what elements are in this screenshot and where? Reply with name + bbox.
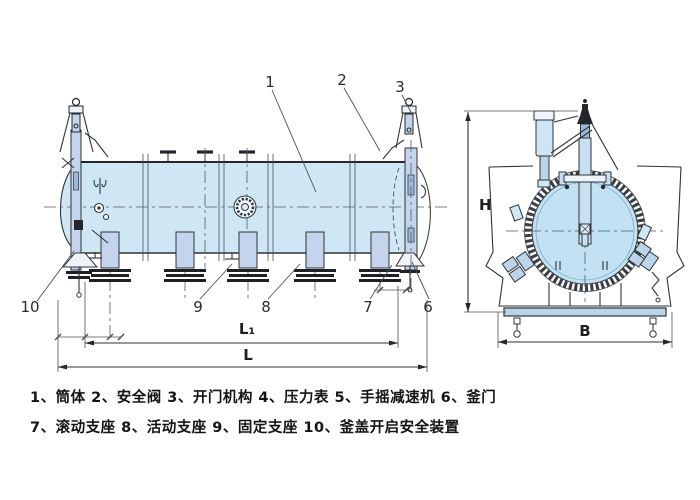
saddle-support (227, 231, 269, 298)
door-opening-mechanism-left (59, 97, 109, 169)
callout-number: 3 (395, 78, 405, 96)
callout-8: 8 (261, 263, 301, 316)
callout-3: 3 (395, 78, 414, 117)
parts-legend-line-2: 7、滚动支座 8、活动支座 9、固定支座 10、釜盖开启安全装置 (30, 420, 460, 436)
callout-number: 1 (265, 73, 275, 91)
support-frame (485, 123, 685, 308)
dimension-label-l: L (243, 346, 253, 364)
center-locking-shaft (558, 99, 612, 247)
dimension-overall-length: L (57, 300, 428, 372)
dimension-label-b: B (579, 322, 590, 340)
callout-number: 9 (193, 298, 203, 316)
left-door-assembly (59, 97, 110, 298)
hand-reducer-right (627, 240, 661, 303)
door-opening-safety-device (61, 252, 99, 298)
parts-legend: 1、筒体 2、安全阀 3、开门机构 4、压力表 5、手摇减速机 6、釜门 7、滚… (30, 383, 680, 443)
door-drive-cylinder (533, 110, 593, 188)
saddle-support (359, 231, 401, 295)
callout-6: 6 (411, 261, 433, 316)
stop-brackets (88, 252, 239, 260)
base-plate (503, 307, 667, 317)
right-door-assembly (382, 97, 431, 293)
pressure-gauge-fitting (91, 178, 110, 244)
hook-right (649, 317, 657, 338)
dimension-width: B (497, 312, 673, 348)
callout-number: 6 (423, 298, 433, 316)
side-nozzle-right (636, 223, 653, 242)
door-bottom-bracket (395, 252, 426, 293)
callout-number: 7 (363, 298, 373, 316)
dimension-label-l1: L₁ (239, 320, 255, 338)
callout-2: 2 (337, 71, 381, 152)
dimension-height: H (464, 110, 578, 313)
weld-seams (142, 154, 356, 261)
callout-number: 8 (261, 298, 271, 316)
base-structure (500, 283, 670, 338)
door-hook (420, 184, 427, 199)
callout-1: 1 (265, 73, 317, 193)
door-opening-mechanism-right (382, 97, 423, 160)
callout-7: 7 (363, 264, 393, 316)
side-nozzle-left (509, 204, 524, 222)
callout-number: 10 (20, 298, 39, 316)
parts-legend-line-1: 1、筒体 2、安全阀 3、开门机构 4、压力表 5、手摇减速机 6、釜门 (30, 390, 497, 406)
end-view: H B (464, 99, 685, 348)
callout-number: 2 (337, 71, 347, 89)
saddle-support (294, 231, 336, 298)
dimension-label-h: H (479, 196, 492, 214)
callout-9: 9 (193, 263, 233, 316)
manhole-flange (233, 195, 257, 219)
callout-10: 10 (20, 250, 75, 316)
safety-valve (577, 99, 593, 124)
nozzle-icon (160, 150, 176, 162)
pitch-dimension-left (54, 333, 125, 341)
hook-left (513, 317, 521, 338)
side-view: 1 2 3 6 7 8 9 10 (20, 71, 448, 372)
dimension-support-span: L₁ (84, 282, 399, 348)
disc-detail-marks (555, 261, 608, 270)
pitch-dimension-right (374, 286, 410, 294)
saddle-support (164, 231, 206, 298)
hand-reducer-left (501, 250, 536, 283)
swing-door-head (416, 165, 431, 261)
